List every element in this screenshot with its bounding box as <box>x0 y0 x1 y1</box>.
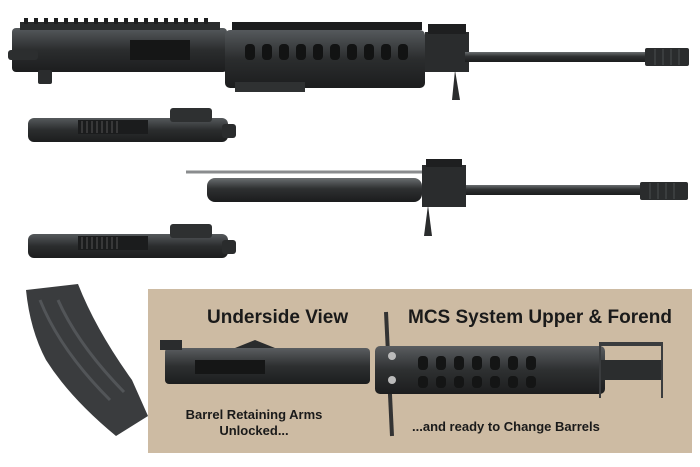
bolt-carrier-group-2 <box>28 224 236 258</box>
caption-retaining-arms: Barrel Retaining Arms Unlocked... <box>185 407 323 438</box>
spare-barrel-assembly <box>186 159 688 236</box>
caption-mcs-system: MCS System Upper & Forend <box>408 307 672 328</box>
caption-change-barrels: ...and ready to Change Barrels <box>412 419 600 434</box>
bolt-carrier-group-1 <box>28 108 236 142</box>
mcs-forend <box>375 342 663 398</box>
caption-underside-view: Underside View <box>207 307 349 328</box>
underside-receiver <box>160 340 370 384</box>
upper-receiver-assembly <box>8 18 689 100</box>
magazine <box>26 284 148 436</box>
